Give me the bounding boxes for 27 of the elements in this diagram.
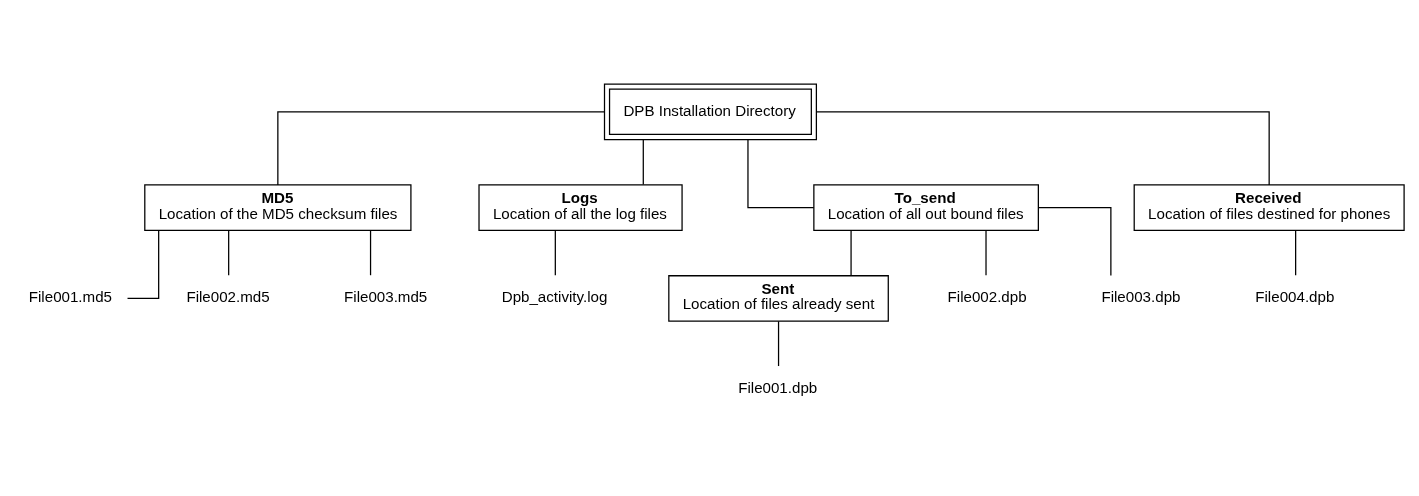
connector <box>815 111 1270 186</box>
connector <box>1295 229 1297 276</box>
node-text: File003.md5 <box>344 288 428 306</box>
connector <box>126 229 160 300</box>
connector <box>369 229 372 276</box>
connector <box>777 320 780 367</box>
node-box: Sent Location of files already sent <box>668 275 889 322</box>
connector <box>277 111 605 186</box>
node-box: MD5 Location of the MD5 checksum files <box>144 184 412 231</box>
node-text: File002.md5 <box>186 288 270 306</box>
connector <box>554 229 556 276</box>
node-text: File003.dpb <box>1101 288 1181 306</box>
node-text: File002.dpb <box>947 288 1027 306</box>
node-text: Dpb_activity.log <box>501 288 608 306</box>
node-text: File001.md5 <box>28 288 112 306</box>
node-box: To_send Location of all out bound files <box>813 184 1039 231</box>
node-text: File001.dpb <box>738 379 818 397</box>
node-text: File004.dpb <box>1255 288 1335 306</box>
connector <box>1037 207 1112 277</box>
node-box: Received Location of files destined for phones <box>1133 184 1405 231</box>
connector <box>850 229 852 276</box>
node-box: DPB Installation Directory <box>603 83 817 141</box>
connector <box>228 229 230 276</box>
node-box: Logs Location of all the log files <box>478 184 683 231</box>
connector <box>747 139 815 209</box>
connector <box>985 229 987 276</box>
connector <box>642 139 644 186</box>
